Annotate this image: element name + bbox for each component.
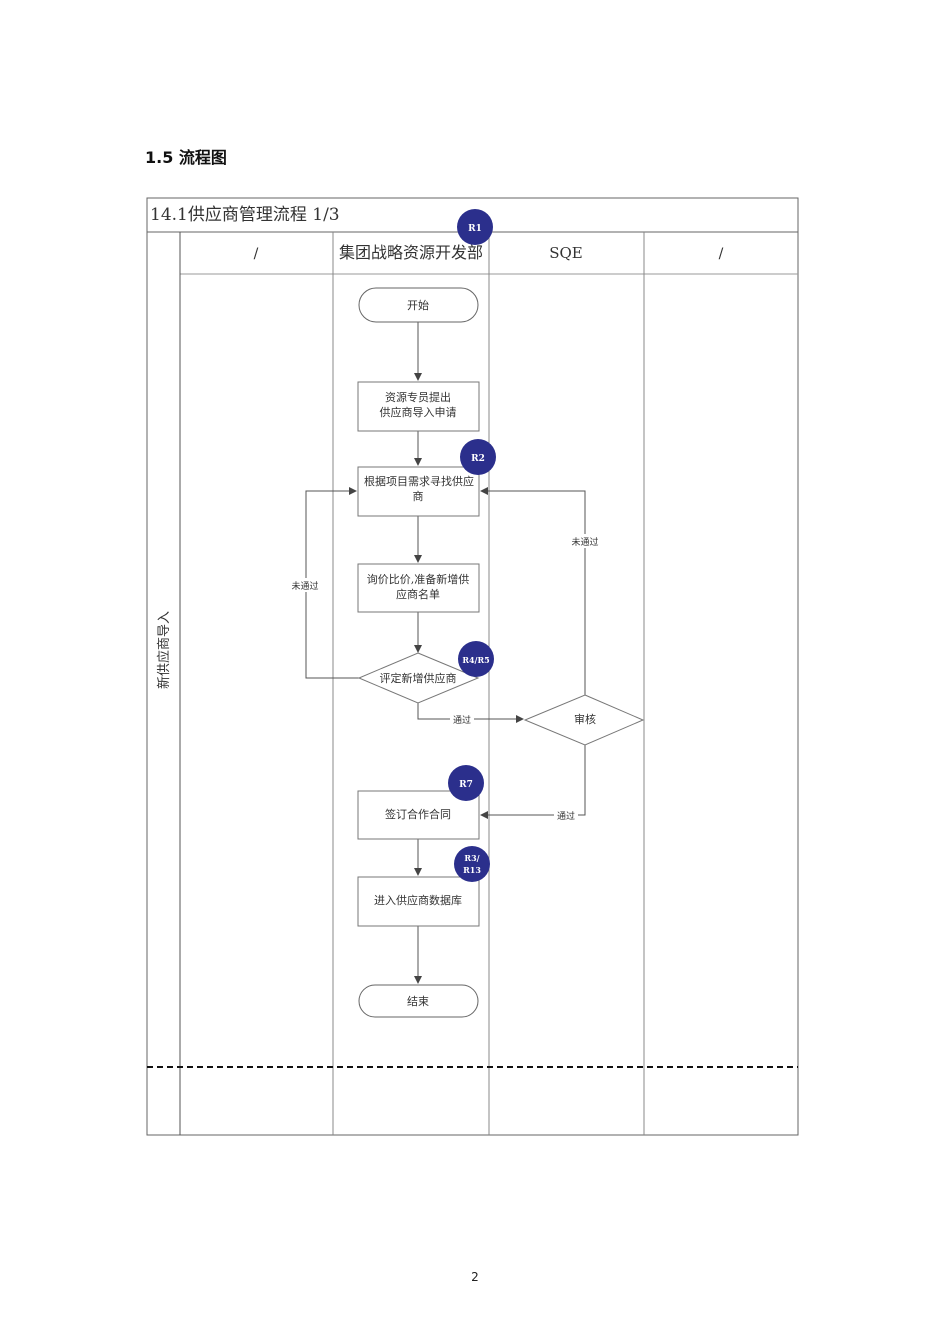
apply-node-line2: 供应商导入申请 xyxy=(380,405,457,419)
edge-label-fail-left: 未通过 xyxy=(291,580,318,592)
lane-header-1: / xyxy=(254,246,259,262)
database-node-label: 进入供应商数据库 xyxy=(374,893,462,907)
lane-header-4: / xyxy=(719,246,724,262)
database-node xyxy=(357,876,480,927)
edge-label-fail-right: 未通过 xyxy=(571,536,598,548)
apply-node xyxy=(357,381,480,432)
evaluate-decision xyxy=(357,652,480,704)
quote-node-line1: 询价比价,准备新增供 xyxy=(367,572,470,586)
section-heading: 1.5 流程图 xyxy=(145,148,227,167)
contract-node-label: 签订合作合同 xyxy=(385,807,451,821)
lane-header-3: SQE xyxy=(549,244,583,262)
arrow-review-pass-to-contract xyxy=(480,745,586,819)
end-node xyxy=(358,984,479,1018)
start-node xyxy=(358,287,479,323)
badge-r1 xyxy=(457,209,493,245)
quote-node-line2: 应商名单 xyxy=(396,587,440,601)
start-node-label: 开始 xyxy=(407,298,429,312)
edge-label-pass-contract: 通过 xyxy=(557,810,575,822)
badge-r7 xyxy=(448,765,484,801)
page-number: 2 xyxy=(471,1270,479,1284)
badge-r7-label: R7 xyxy=(459,780,473,790)
lane-header-2: 集团战略资源开发部 xyxy=(339,243,483,262)
badge-r4r5-label: R4/R5 xyxy=(462,655,489,665)
end-node-label: 结束 xyxy=(407,995,429,1008)
search-node-line1: 根据项目需求寻找供应 xyxy=(364,474,474,488)
badge-r3-r13-line2: R13 xyxy=(463,865,481,875)
badge-r3-r13-line1: R3/ xyxy=(464,853,479,863)
diagram-frame xyxy=(146,197,799,1136)
apply-node-line1: 资源专员提出 xyxy=(385,390,451,404)
search-node xyxy=(357,466,480,517)
arrow-review-fail-loop xyxy=(480,487,586,695)
evaluate-decision-label: 评定新增供应商 xyxy=(380,671,457,685)
badge-r2 xyxy=(460,439,496,475)
review-decision-label: 审核 xyxy=(574,712,596,726)
badge-r4r5 xyxy=(458,641,494,677)
review-decision xyxy=(523,694,645,746)
row-label: 新供应商导入 xyxy=(156,611,172,689)
badge-r2-label: R2 xyxy=(471,454,485,464)
arrow-evaluate-pass-to-review xyxy=(417,703,524,723)
edge-label-pass-review: 通过 xyxy=(453,714,471,726)
badge-r3-r13 xyxy=(454,846,490,882)
search-node-line2: 商 xyxy=(413,489,424,503)
diagram-title: 14.1供应商管理流程 1/3 xyxy=(150,205,340,225)
quote-node xyxy=(357,563,480,613)
badge-r1-label: R1 xyxy=(468,224,482,234)
